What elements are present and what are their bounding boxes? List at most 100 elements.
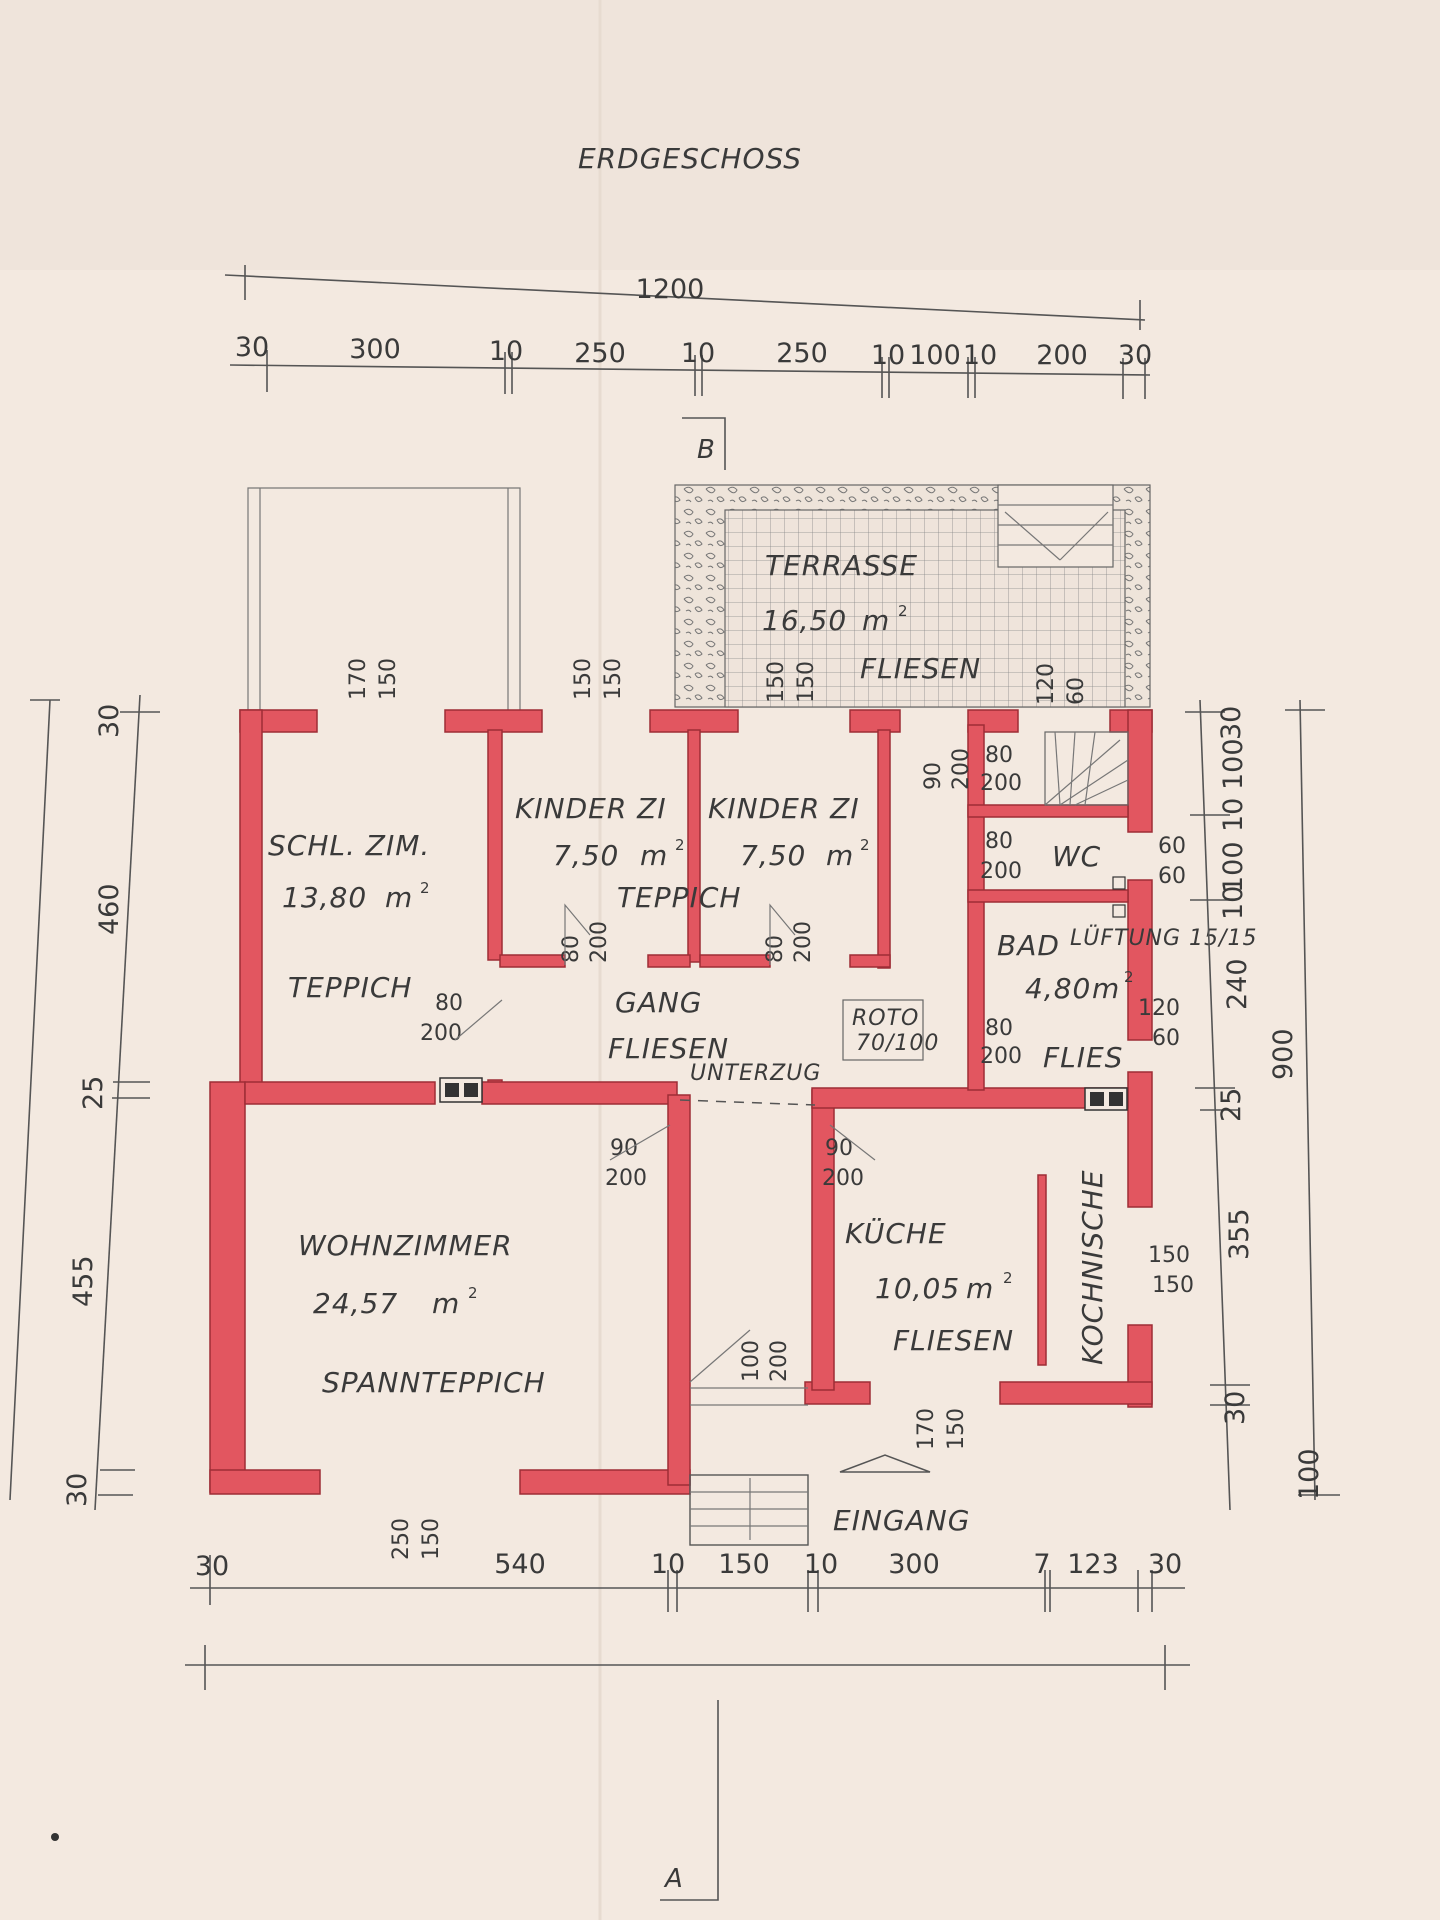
bottom-dimension-chain: 30 540 10 150 10 300 7 123 30 [185, 1549, 1190, 1690]
svg-text:SPANNTEPPICH: SPANNTEPPICH [322, 1366, 546, 1399]
svg-text:2: 2 [468, 1284, 478, 1302]
svg-text:ROTO: ROTO [852, 1006, 919, 1031]
roto-window [842, 999, 924, 1061]
room-schlafzimmer: SCHL. ZIM. 13,80 m 2 TEPPICH [268, 829, 430, 1004]
svg-text:m: m [640, 839, 668, 872]
left-dimension-chain: 30 460 25 455 30 [9, 694, 160, 1511]
dim-top-8: 10 [963, 340, 997, 371]
paper-fold-shade [0, 0, 1440, 270]
dim-right-4: 10 [1218, 886, 1249, 920]
svg-text:150: 150 [419, 1518, 444, 1560]
svg-text:2: 2 [1003, 1269, 1013, 1287]
svg-text:200: 200 [767, 1340, 792, 1382]
svg-text:200: 200 [605, 1166, 647, 1191]
room-bad: BAD LÜFTUNG 15/15 4,80 m 2 FLIES [997, 925, 1256, 1074]
svg-text:KINDER ZI: KINDER ZI [708, 792, 860, 825]
room-kueche: KÜCHE 10,05 m 2 FLIESEN [845, 1216, 1013, 1357]
svg-text:m: m [1092, 972, 1120, 1005]
dim-top-overall: 1200 [636, 274, 705, 305]
svg-text:10,05: 10,05 [875, 1272, 960, 1305]
svg-text:BAD: BAD [997, 929, 1060, 962]
svg-text:100: 100 [739, 1340, 764, 1382]
svg-text:KINDER ZI: KINDER ZI [515, 792, 667, 825]
plan-title: ERDGESCHOSS [578, 142, 802, 175]
dim-right-2: 10 [1218, 798, 1249, 832]
unterzug-label: UNTERZUG [690, 1061, 821, 1086]
exterior-walls [209, 709, 1153, 1495]
dim-bottom-0: 30 [195, 1551, 229, 1582]
section-mark-b: B [682, 417, 726, 470]
svg-text:200: 200 [980, 859, 1022, 884]
svg-text:200: 200 [587, 921, 612, 963]
dim-bottom-6: 7 [1033, 1549, 1050, 1580]
svg-text:80: 80 [985, 743, 1013, 768]
svg-text:KÜCHE: KÜCHE [845, 1216, 947, 1250]
svg-text:4,80: 4,80 [1025, 972, 1091, 1005]
dim-right-8: 30 [1220, 1391, 1251, 1425]
svg-text:WC: WC [1052, 840, 1101, 873]
terrace-floor: FLIESEN [860, 652, 981, 685]
svg-text:170: 170 [346, 658, 371, 700]
svg-text:WOHNZIMMER: WOHNZIMMER [298, 1229, 513, 1262]
svg-text:m: m [385, 881, 413, 914]
svg-text:60: 60 [1064, 677, 1089, 705]
dim-right-0: 30 [1216, 706, 1247, 740]
dim-right-5: 240 [1222, 958, 1253, 1010]
schlafzimmer-floor: TEPPICH [288, 971, 412, 1004]
svg-text:150: 150 [601, 658, 626, 700]
svg-text:7,50: 7,50 [740, 839, 806, 872]
schlafzimmer-area: 13,80 [282, 881, 367, 914]
svg-text:m: m [432, 1287, 460, 1320]
svg-text:60: 60 [1158, 864, 1186, 889]
svg-text:200: 200 [949, 748, 974, 790]
section-mark-a: A [660, 1700, 719, 1901]
svg-text:150: 150 [1148, 1243, 1190, 1268]
dim-left-4: 30 [62, 1473, 93, 1507]
entrance-steps [689, 1387, 931, 1546]
dim-right-1: 100 [1218, 738, 1249, 790]
svg-text:GANG: GANG [615, 986, 703, 1019]
dim-bottom-1: 540 [494, 1549, 546, 1580]
svg-text:2: 2 [898, 602, 908, 620]
dim-bottom-5: 300 [888, 1549, 940, 1580]
dim-top-10: 30 [1118, 340, 1152, 371]
svg-text:150: 150 [944, 1408, 969, 1450]
svg-text:90: 90 [921, 762, 946, 790]
svg-text:80: 80 [763, 935, 788, 963]
dim-right-9: 100 [1294, 1448, 1325, 1500]
dim-right-overall: 900 [1268, 1028, 1299, 1080]
svg-text:2: 2 [675, 836, 685, 854]
dim-top-9: 200 [1036, 340, 1088, 371]
svg-text:150: 150 [1152, 1273, 1194, 1298]
svg-text:150: 150 [571, 658, 596, 700]
svg-text:80: 80 [559, 935, 584, 963]
dim-right-3: 100 [1218, 841, 1249, 893]
terrace-name: TERRASSE [765, 549, 918, 582]
svg-text:200: 200 [980, 1044, 1022, 1069]
dim-left-1: 460 [94, 883, 125, 935]
svg-text:150: 150 [376, 658, 401, 700]
chimney-wohn [439, 1077, 483, 1103]
top-dimension-chain: 1200 30 300 10 250 10 250 10 100 10 200 … [224, 265, 1152, 399]
room-gang: GANG FLIESEN ROTO 70/100 UNTERZUG [608, 986, 939, 1086]
dim-bottom-4: 10 [804, 1549, 838, 1580]
schlafzimmer-name: SCHL. ZIM. [268, 829, 430, 862]
svg-text:2: 2 [420, 879, 430, 897]
unterzug-line [679, 1099, 816, 1106]
terrace: TERRASSE 16,50 m 2 FLIESEN [674, 484, 1151, 708]
room-kinder-2: KINDER ZI 7,50 m 2 [708, 792, 870, 872]
svg-text:m: m [966, 1272, 994, 1305]
dim-top-6: 10 [871, 340, 905, 371]
dim-top-2: 10 [489, 336, 523, 367]
dim-right-6: 25 [1216, 1088, 1247, 1122]
interior-walls [244, 724, 1129, 1486]
dim-bottom-7: 123 [1067, 1549, 1119, 1580]
chimney-kueche [1084, 1087, 1128, 1111]
dim-left-2: 25 [78, 1076, 109, 1110]
svg-text:24,57: 24,57 [313, 1287, 398, 1320]
room-eingang: EINGANG [833, 1504, 970, 1537]
dim-bottom-3: 150 [718, 1549, 770, 1580]
kinder-floor: TEPPICH [617, 881, 741, 914]
dim-bottom-8: 30 [1148, 1549, 1182, 1580]
svg-text:70/100: 70/100 [856, 1031, 939, 1056]
